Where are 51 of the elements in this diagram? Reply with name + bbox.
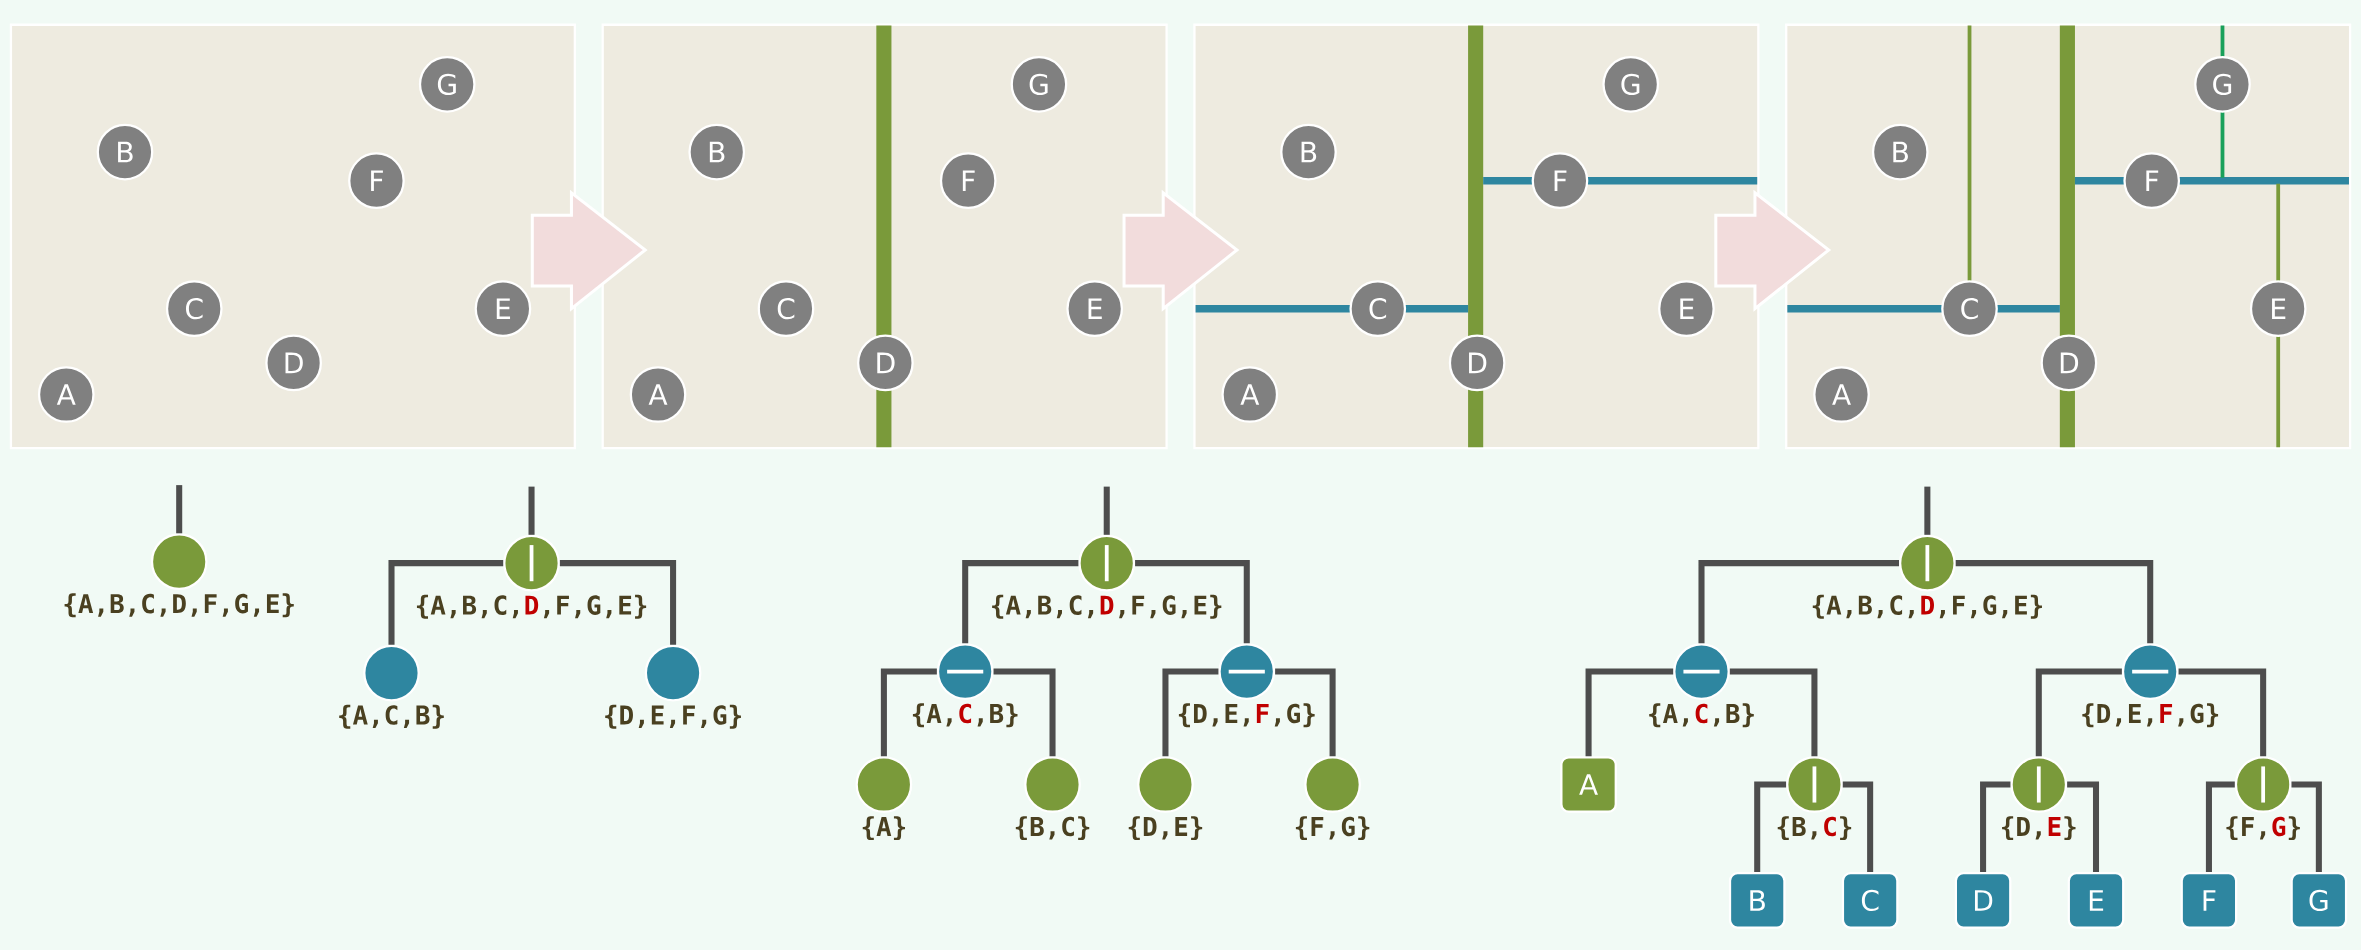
set-label: {A,B,C,D,F,G,E}: [992, 594, 1222, 619]
arrow: [530, 189, 648, 312]
connector: [1162, 668, 1219, 757]
set-label: {A,B,C,D,F,G,E}: [416, 594, 647, 619]
connector: [528, 486, 535, 535]
set-label: {A,C,B}: [339, 704, 444, 729]
connector: [1585, 668, 1674, 757]
connector: [1955, 560, 2154, 644]
set-label: {A,C,B}: [912, 703, 1018, 728]
connector: [1135, 560, 1250, 644]
leaf-box: C: [1841, 872, 1899, 929]
leaf-box: B: [1728, 872, 1786, 929]
panel: [9, 23, 576, 450]
connector: [1275, 668, 1336, 757]
set-label: {A,B,C,D,F,G,E}: [64, 593, 294, 618]
connector: [1754, 781, 1787, 873]
set-label: {A,C,B}: [1649, 703, 1754, 728]
connector: [2291, 781, 2322, 873]
set-label: {A}: [862, 816, 905, 841]
connector: [388, 560, 504, 645]
set-label: {F,G}: [1295, 816, 1370, 841]
leaf-box: F: [2180, 872, 2238, 929]
connector: [2035, 668, 2122, 757]
set-label: {D,E}: [1128, 816, 1203, 841]
arrow: [1122, 189, 1240, 312]
connector: [1103, 486, 1110, 535]
set-label: {B,C}: [1015, 816, 1090, 841]
leaf-box: E: [2067, 872, 2125, 929]
connector: [2205, 781, 2235, 873]
set-label: {B,C}: [1777, 816, 1852, 841]
set-label: {D,E,F,G}: [1178, 703, 1315, 728]
connector: [1924, 486, 1931, 535]
connector: [2067, 781, 2100, 873]
connector: [1729, 668, 1818, 757]
connector: [2178, 668, 2267, 757]
leaf-box: G: [2290, 872, 2348, 929]
set-label: {D,E,F,G}: [2082, 703, 2219, 728]
set-label: {F,G}: [2226, 816, 2300, 841]
set-label: {D,E,F,G}: [605, 704, 741, 729]
connector: [880, 668, 937, 757]
set-label: {D,E}: [2002, 816, 2076, 841]
leaf-box: D: [1954, 872, 2012, 929]
connector: [962, 560, 1079, 644]
set-label: {A,B,C,D,F,G,E}: [1812, 594, 2042, 619]
connector: [1842, 781, 1874, 873]
connector: [176, 485, 183, 534]
leaf-box: A: [1560, 756, 1617, 813]
connector: [559, 560, 677, 645]
connector: [993, 668, 1056, 757]
arrow: [1714, 189, 1832, 312]
connector: [1980, 781, 2011, 873]
